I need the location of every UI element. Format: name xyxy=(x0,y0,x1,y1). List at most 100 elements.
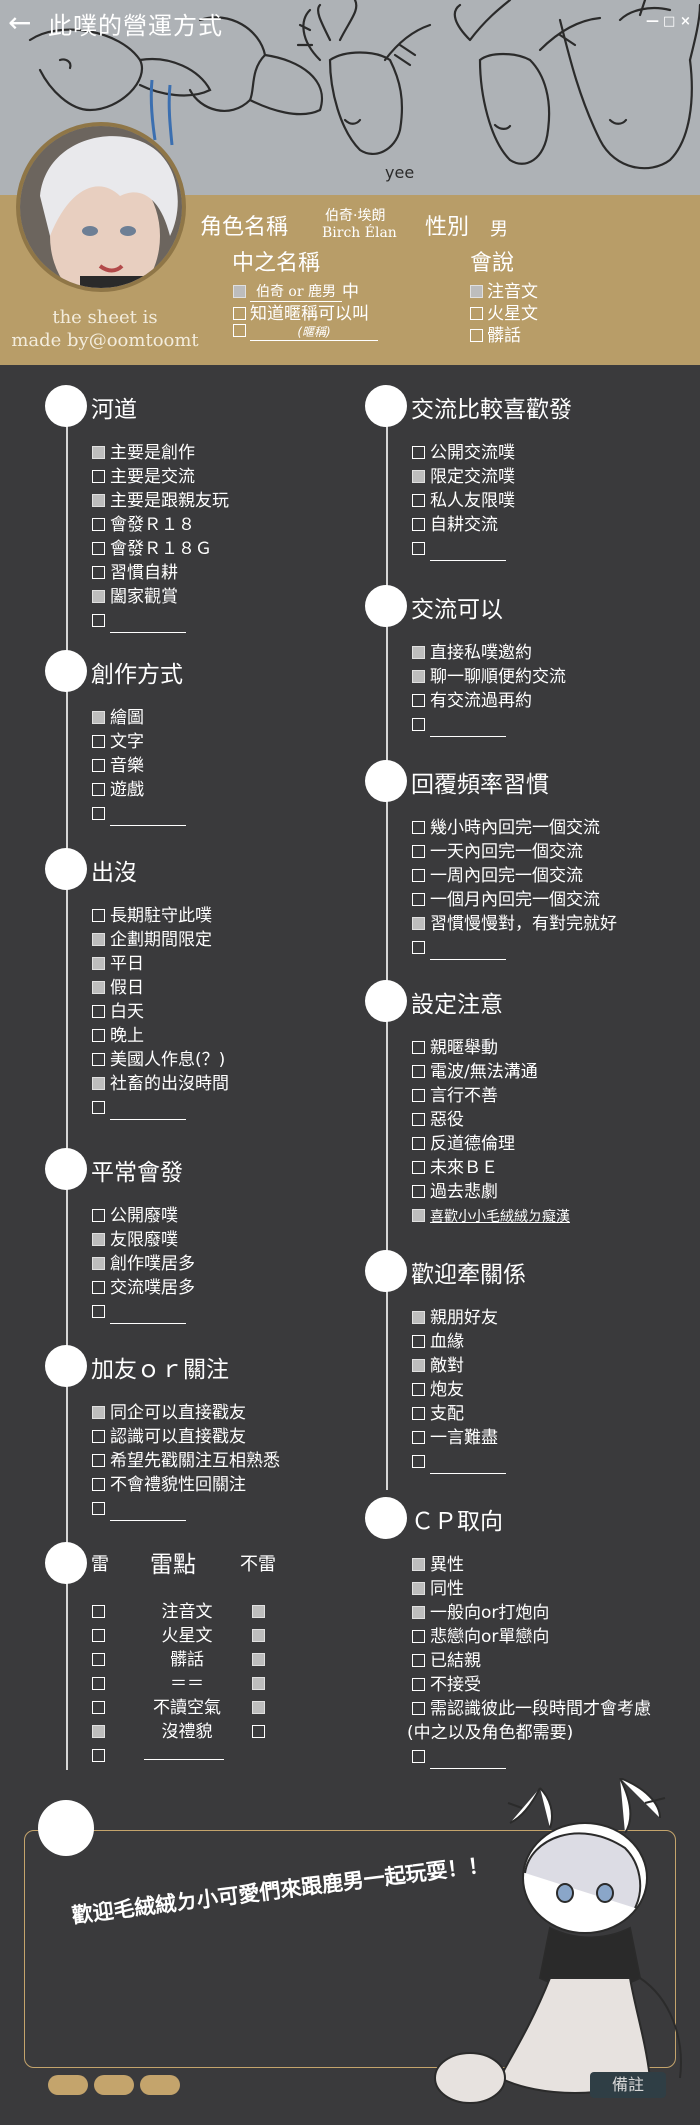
checkbox[interactable] xyxy=(92,518,105,531)
option-reply-0[interactable]: 幾小時內回完一個交流 xyxy=(412,816,600,840)
checkbox-zhuyin[interactable] xyxy=(470,285,483,298)
option-can-3[interactable] xyxy=(412,713,506,737)
checkbox[interactable] xyxy=(92,1053,105,1066)
lei-checkbox[interactable] xyxy=(92,1605,105,1618)
checkbox[interactable] xyxy=(412,1606,425,1619)
checkbox[interactable] xyxy=(92,470,105,483)
notlei-checkbox[interactable] xyxy=(252,1701,265,1714)
checkbox[interactable] xyxy=(412,1455,425,1468)
lei-checkbox[interactable] xyxy=(92,1677,105,1690)
blank-line[interactable] xyxy=(430,1458,506,1474)
checkbox[interactable] xyxy=(92,783,105,796)
option-setting-3[interactable]: 惡役 xyxy=(412,1108,464,1132)
option-cp-1[interactable]: 同性 xyxy=(412,1577,464,1601)
option-reply-1[interactable]: 一天內回完一個交流 xyxy=(412,840,583,864)
option-usual-0[interactable]: 公開廢噗 xyxy=(92,1204,178,1228)
checkbox[interactable] xyxy=(92,614,105,627)
checkbox-swear[interactable] xyxy=(470,329,483,342)
option-appear-7[interactable]: 社畜的出沒時間 xyxy=(92,1072,229,1096)
lei-checkbox[interactable] xyxy=(92,1653,105,1666)
option-reply-3[interactable]: 一個月內回完一個交流 xyxy=(412,888,600,912)
lei-checkbox[interactable] xyxy=(92,1701,105,1714)
option-prefer-0[interactable]: 公開交流噗 xyxy=(412,441,515,465)
checkbox[interactable] xyxy=(412,1702,425,1715)
checkbox[interactable] xyxy=(92,1502,105,1515)
checkbox[interactable] xyxy=(92,1478,105,1491)
checkbox[interactable] xyxy=(92,957,105,970)
option-hedao-3[interactable]: 會發Ｒ１８ xyxy=(92,513,195,537)
checkbox[interactable] xyxy=(412,1065,425,1078)
blank-line[interactable] xyxy=(430,721,506,737)
option-appear-2[interactable]: 平日 xyxy=(92,952,144,976)
checkbox[interactable] xyxy=(412,1209,425,1222)
option-cp-4[interactable]: 已結親 xyxy=(412,1649,481,1673)
checkbox[interactable] xyxy=(412,941,425,954)
option-follow-4[interactable] xyxy=(92,1497,186,1521)
notlei-checkbox[interactable] xyxy=(252,1629,265,1642)
blank-line[interactable] xyxy=(110,1104,186,1120)
footer-pill-2[interactable] xyxy=(94,2075,134,2095)
speak-option-0[interactable]: 注音文 xyxy=(470,277,538,302)
checkbox[interactable] xyxy=(92,735,105,748)
option-cp-6[interactable]: 需認識彼此一段時間才會考慮 xyxy=(412,1697,651,1721)
option-hedao-2[interactable]: 主要是跟親友玩 xyxy=(92,489,229,513)
checkbox[interactable] xyxy=(92,1430,105,1443)
checkbox[interactable] xyxy=(412,542,425,555)
option-prefer-2[interactable]: 私人友限噗 xyxy=(412,489,515,513)
option-appear-1[interactable]: 企劃期間限定 xyxy=(92,928,212,952)
option-cp-3[interactable]: 悲戀向or單戀向 xyxy=(412,1625,549,1649)
option-creation-3[interactable]: 遊戲 xyxy=(92,778,144,802)
speak-option-1[interactable]: 火星文 xyxy=(470,299,538,324)
lei-checkbox[interactable] xyxy=(92,1749,105,1762)
back-arrow-icon[interactable]: ← xyxy=(8,6,32,39)
notlei-checkbox[interactable] xyxy=(252,1725,265,1738)
option-relation-6[interactable] xyxy=(412,1450,506,1474)
footer-pill-3[interactable] xyxy=(140,2075,180,2095)
option-creation-1[interactable]: 文字 xyxy=(92,730,144,754)
option-appear-4[interactable]: 白天 xyxy=(92,1000,144,1024)
close-icon[interactable]: × xyxy=(680,14,691,29)
checkbox[interactable] xyxy=(412,1630,425,1643)
option-appear-8[interactable] xyxy=(92,1096,186,1120)
checkbox[interactable] xyxy=(412,1335,425,1348)
checkbox[interactable] xyxy=(92,1029,105,1042)
option-cp-2[interactable]: 一般向or打炮向 xyxy=(412,1601,549,1625)
checkbox[interactable] xyxy=(92,909,105,922)
option-setting-6[interactable]: 過去悲劇 xyxy=(412,1180,498,1204)
option-follow-3[interactable]: 不會禮貌性回關注 xyxy=(92,1473,246,1497)
blank-line[interactable] xyxy=(110,1505,186,1521)
option-appear-0[interactable]: 長期駐守此噗 xyxy=(92,904,212,928)
option-cp-7[interactable] xyxy=(412,1745,506,1769)
checkbox[interactable] xyxy=(92,981,105,994)
minimize-icon[interactable]: — xyxy=(646,14,659,29)
option-cp-5[interactable]: 不接受 xyxy=(412,1673,481,1697)
checkbox[interactable] xyxy=(412,1161,425,1174)
checkbox[interactable] xyxy=(412,1431,425,1444)
checkbox[interactable] xyxy=(92,590,105,603)
nickname-row[interactable]: (暱稱) xyxy=(233,321,378,341)
checkbox[interactable] xyxy=(412,1185,425,1198)
checkbox[interactable] xyxy=(92,1209,105,1222)
maximize-icon[interactable]: □ xyxy=(663,14,676,29)
lei-checkbox[interactable] xyxy=(92,1725,105,1738)
checkbox-martian[interactable] xyxy=(470,307,483,320)
checkbox[interactable] xyxy=(412,821,425,834)
checkbox[interactable] xyxy=(92,566,105,579)
option-relation-3[interactable]: 炮友 xyxy=(412,1378,464,1402)
option-prefer-4[interactable] xyxy=(412,537,506,561)
option-hedao-7[interactable] xyxy=(92,609,186,633)
checkbox[interactable] xyxy=(412,718,425,731)
checkbox[interactable] xyxy=(412,1407,425,1420)
blank-line[interactable] xyxy=(110,1308,186,1324)
checkbox[interactable] xyxy=(412,1383,425,1396)
option-setting-7[interactable]: 喜歡小小毛絨絨ㄉ癡漢 xyxy=(412,1204,570,1228)
checkbox[interactable] xyxy=(92,494,105,507)
option-hedao-6[interactable]: 闔家觀賞 xyxy=(92,585,178,609)
checkbox[interactable] xyxy=(412,518,425,531)
option-usual-3[interactable]: 交流噗居多 xyxy=(92,1276,195,1300)
blank-line[interactable] xyxy=(430,1753,506,1769)
option-relation-2[interactable]: 敵對 xyxy=(412,1354,464,1378)
checkbox[interactable] xyxy=(92,1281,105,1294)
checkbox[interactable] xyxy=(92,1101,105,1114)
notlei-checkbox[interactable] xyxy=(252,1677,265,1690)
